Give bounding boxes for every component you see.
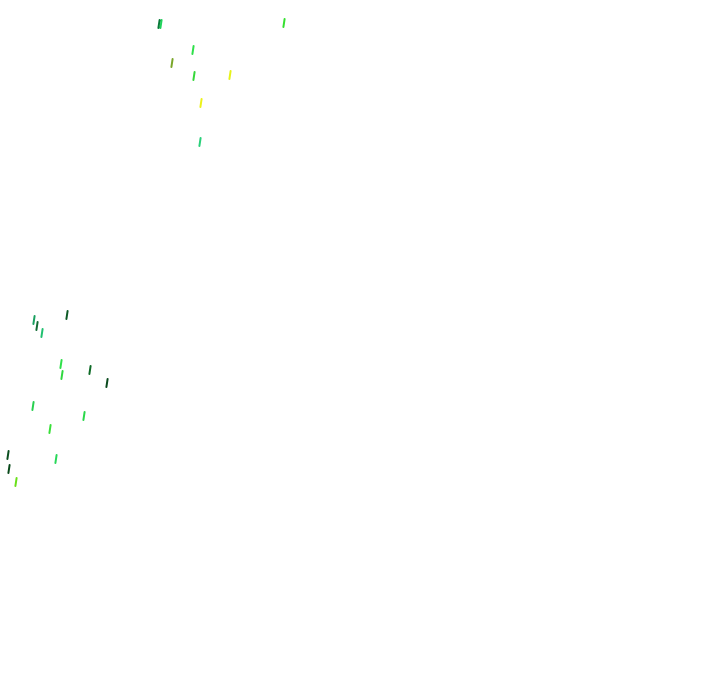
tick-mark bbox=[60, 370, 64, 380]
tick-mark bbox=[170, 58, 174, 68]
tick-mark bbox=[32, 315, 36, 325]
tick-mark bbox=[88, 365, 92, 375]
tick-mark bbox=[65, 310, 69, 320]
tick-mark bbox=[59, 359, 63, 369]
tick-mark bbox=[282, 18, 286, 28]
tick-mark bbox=[6, 450, 10, 460]
tick-mark bbox=[48, 424, 52, 434]
tick-mark bbox=[31, 401, 35, 411]
tick-mark bbox=[159, 19, 163, 29]
tick-mark bbox=[228, 70, 232, 80]
tick-mark bbox=[82, 411, 86, 421]
tick-mark bbox=[7, 464, 11, 474]
tick-mark bbox=[105, 378, 109, 388]
tick-mark bbox=[54, 454, 58, 464]
tick-mark bbox=[191, 45, 195, 55]
tick-mark bbox=[14, 477, 18, 487]
mark-group bbox=[6, 18, 286, 487]
tick-mark bbox=[199, 98, 203, 108]
tick-mark bbox=[35, 321, 39, 331]
tick-mark bbox=[157, 19, 161, 29]
tick-mark bbox=[40, 328, 44, 338]
tick-mark bbox=[198, 137, 202, 147]
tick-mark bbox=[192, 71, 196, 81]
